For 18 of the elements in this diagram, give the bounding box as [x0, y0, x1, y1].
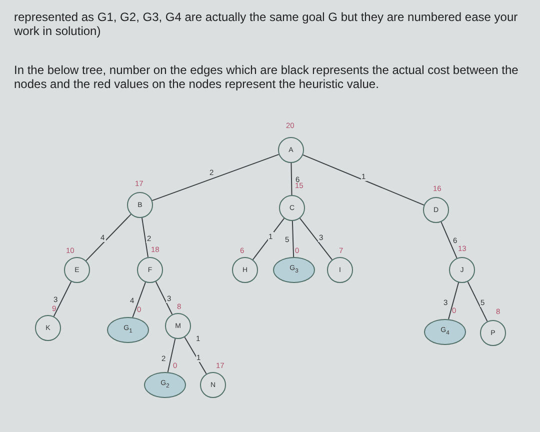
- tree-edge: [184, 336, 207, 374]
- tree-edge: [448, 282, 460, 320]
- tree-edge: [252, 218, 285, 260]
- tree-edge: [302, 154, 424, 206]
- tree-edge: [440, 221, 458, 259]
- tree-edge: [467, 281, 488, 322]
- tree-edge: [141, 217, 149, 258]
- tree-edge: [53, 281, 72, 317]
- instruction-paragraph: represented as G1, G2, G3, G4 are actually the same goal G but they are numbered ease your work in solution): [14, 10, 519, 38]
- tree-edge: [292, 220, 294, 258]
- tree-edge: [86, 214, 132, 262]
- tree-edge: [299, 218, 333, 260]
- tree-edge: [290, 162, 292, 196]
- tree-edge: [167, 338, 176, 373]
- tree-edge: [132, 282, 146, 318]
- tree-edge: [155, 281, 173, 315]
- instruction-paragraph: In the below tree, number on the edges which are black represents the actual cost between the nodes and the red values on the nodes represent the heuristic value.: [14, 63, 520, 91]
- tree-edge: [152, 154, 280, 202]
